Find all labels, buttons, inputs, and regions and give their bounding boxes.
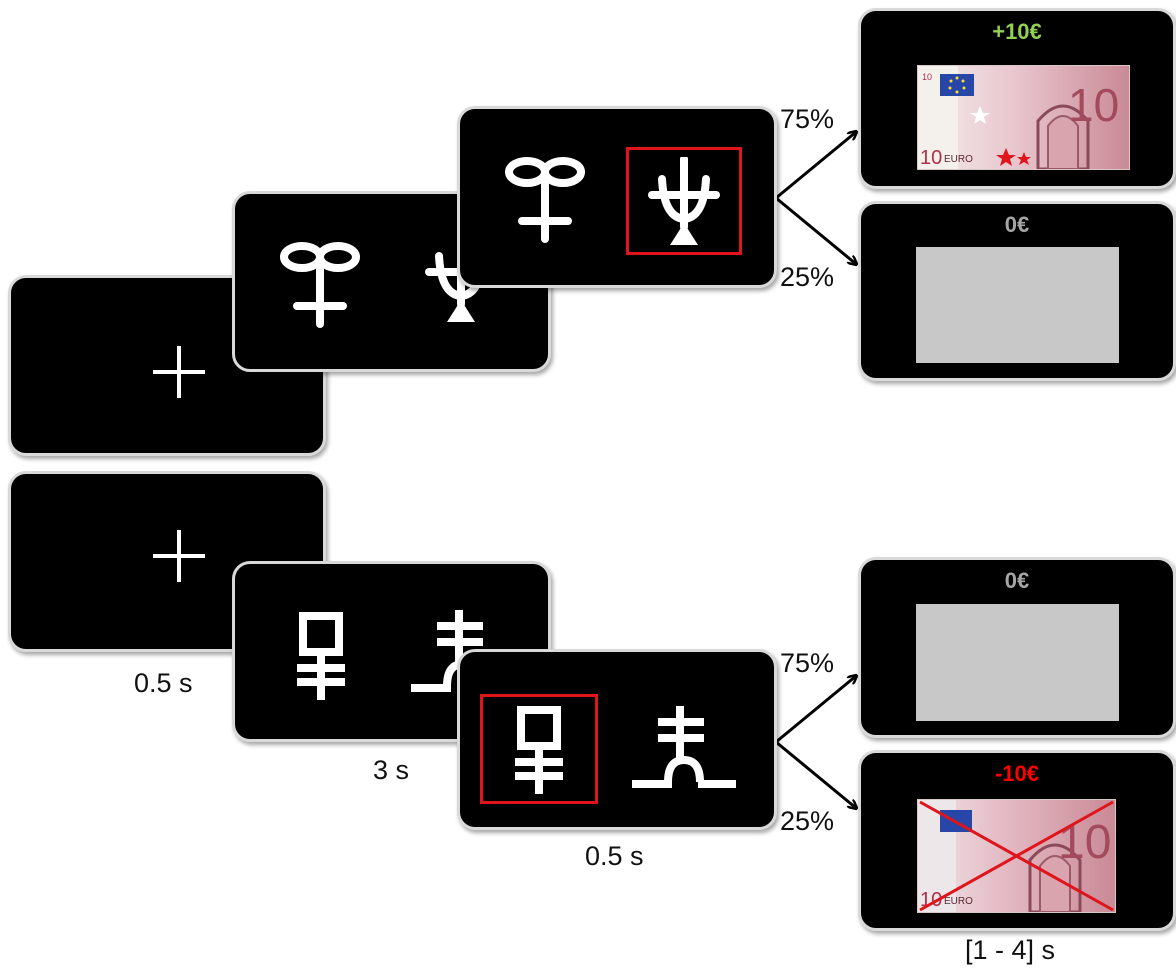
outcome-screen-top-null: 0€ xyxy=(858,201,1176,381)
banknote-image: 10 10 EURO xyxy=(917,799,1116,913)
symbol-fork-cup-icon xyxy=(648,157,720,245)
symbol-infinity-cross-icon xyxy=(280,242,360,328)
timing-selection: 0.5 s xyxy=(585,841,644,871)
outcome-screen-top-gain: +10€ 10 10 10 EURO xyxy=(858,8,1176,189)
symbol-infinity-cross-icon xyxy=(505,157,585,243)
svg-text:EURO: EURO xyxy=(944,896,973,907)
outcome-screen-bottom-null: 0€ xyxy=(858,557,1176,738)
arrow-bottom-low xyxy=(775,740,856,808)
selection-frame xyxy=(480,694,598,804)
null-outcome-rectangle xyxy=(916,604,1119,721)
prob-bottom-low: 25% xyxy=(780,806,835,836)
banknote-denomination: 10 xyxy=(1068,79,1119,131)
outcome-label: +10€ xyxy=(992,19,1042,44)
svg-text:EURO: EURO xyxy=(944,154,973,165)
cross-out-icon xyxy=(919,800,1114,912)
outcome-label: 0€ xyxy=(1004,568,1030,593)
timing-fixation: 0.5 s xyxy=(134,668,193,698)
outcome-screen-bottom-loss: -10€ 10 10 EURO xyxy=(858,750,1176,931)
symbol-square-cross-icon xyxy=(297,612,345,700)
selection-screen-top xyxy=(457,106,777,288)
prob-top-high: 75% xyxy=(780,104,835,134)
prob-bottom-high: 75% xyxy=(780,648,835,678)
selection-frame xyxy=(626,147,742,255)
outcome-label: 0€ xyxy=(1004,212,1030,237)
symbol-square-cross-icon xyxy=(515,706,563,794)
svg-text:10: 10 xyxy=(922,72,932,82)
arrow-top-low xyxy=(775,196,856,264)
prob-top-low: 25% xyxy=(780,262,835,292)
arrow-top-high xyxy=(775,132,856,200)
symbol-post-arch-icon xyxy=(632,706,736,788)
fixation-cross-icon xyxy=(153,530,205,582)
outcome-label: -10€ xyxy=(994,761,1040,786)
arrow-bottom-high xyxy=(775,676,856,744)
fixation-cross-icon xyxy=(153,346,205,398)
banknote-denomination: 10 xyxy=(1058,816,1111,869)
timing-choice: 3 s xyxy=(373,755,410,785)
timing-outcome: [1 - 4] s xyxy=(965,935,1056,965)
svg-text:10: 10 xyxy=(920,147,942,169)
banknote-image: 10 10 10 EURO xyxy=(917,65,1130,170)
null-outcome-rectangle xyxy=(916,247,1119,363)
selection-screen-bottom xyxy=(457,649,777,830)
